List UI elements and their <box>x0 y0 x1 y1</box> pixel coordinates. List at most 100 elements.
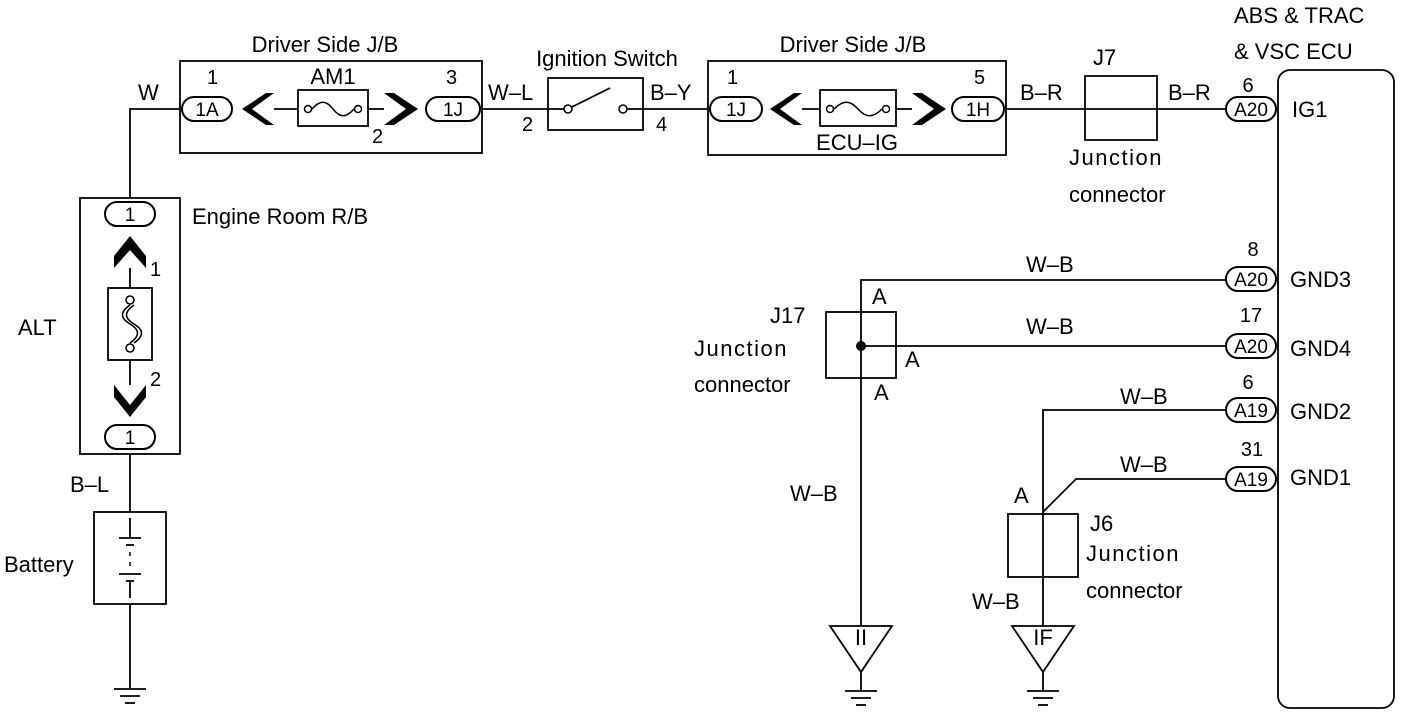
j6-pin-top: A <box>1014 483 1029 508</box>
jb2-out-connector <box>951 96 1005 122</box>
alt-label: ALT <box>18 315 57 340</box>
ground-point-ii: II <box>828 625 894 706</box>
connector-label: A20 <box>1234 270 1268 291</box>
j17-junction-connector: J17 Junction connector A A A W–B <box>694 284 920 506</box>
wire-gnd3 <box>860 279 1226 626</box>
ecu-title-line2: & VSC ECU <box>1234 39 1353 64</box>
ground-wires: W–B W–B W–B W–B <box>856 252 1226 626</box>
engine-rb-title: Engine Room R/B <box>192 204 368 229</box>
fuse-terminal-icon <box>303 104 313 114</box>
terminal-label: IG1 <box>1292 97 1327 122</box>
switch-contact-icon <box>563 104 573 114</box>
engine-rb-bottom-connector-label: 1 <box>125 428 136 449</box>
j7-junction-connector: J7 Junction connector B–R <box>1069 45 1211 207</box>
wire-label-gnd1: W–B <box>1120 452 1168 477</box>
wire-gnd2 <box>1042 409 1226 626</box>
connector-label: A19 <box>1234 470 1268 491</box>
wire-w <box>129 108 180 200</box>
splice-point-icon <box>856 341 866 351</box>
ecu-pin-gnd2: 6 A19 GND2 <box>1225 372 1351 424</box>
terminal-label: GND2 <box>1290 399 1351 424</box>
wire-label-b-l: B–L <box>70 472 109 497</box>
wire-label-w-l: W–L <box>488 80 533 105</box>
j6-id: J6 <box>1090 511 1113 536</box>
ground-icon <box>114 688 146 704</box>
engine-room-rb: Engine Room R/B 1 1 2 1 ALT <box>18 197 368 455</box>
j17-pin-bottom: A <box>874 380 889 405</box>
ecu-title-line1: ABS & TRAC <box>1234 3 1365 28</box>
jb1-out-pin: 3 <box>446 67 457 89</box>
fusible-link-element-icon <box>125 304 143 344</box>
j17-line1: Junction <box>694 336 788 361</box>
terminal-arrow-icon <box>114 385 146 417</box>
engine-rb-top-connector-label: 1 <box>125 205 136 226</box>
wire-label-j17-down: W–B <box>790 481 838 506</box>
battery: B–L Battery <box>4 454 167 704</box>
fuse-element-icon <box>311 101 355 117</box>
jb1-in-pin: 1 <box>207 67 218 89</box>
engine-rb-top-connector <box>104 201 156 227</box>
pin-number: 6 <box>1242 75 1253 97</box>
power-wires: W <box>129 80 1226 200</box>
wire-gnd1 <box>1042 478 1226 513</box>
terminal-label: GND4 <box>1290 336 1351 361</box>
engine-rb-fuse-pin-top: 1 <box>150 259 161 281</box>
connector-label: A19 <box>1234 401 1268 422</box>
fuse-terminal-icon <box>825 104 835 114</box>
jb1-out-connector <box>425 96 481 122</box>
jb1-title: Driver Side J/B <box>252 32 399 57</box>
pin-number: 31 <box>1241 439 1263 461</box>
ecu-pin-ig1: 6 A20 IG1 <box>1225 75 1327 122</box>
j7-id: J7 <box>1093 45 1116 70</box>
ecu-pin-gnd1: 31 A19 GND1 <box>1225 439 1351 492</box>
ignition-switch-box <box>547 77 644 131</box>
ignition-pin-in: 2 <box>522 114 533 136</box>
wire-label-j6-down: W–B <box>972 589 1020 614</box>
j17-line2: connector <box>694 372 791 397</box>
fuse-terminal-icon <box>125 295 135 305</box>
j17-box <box>825 311 897 379</box>
j6-box <box>1007 513 1079 578</box>
wire-label-b-y: B–Y <box>650 80 692 105</box>
abs-trac-vsc-ecu: ABS & TRAC & VSC ECU 6 A20 IG1 8 A20 GND… <box>1225 3 1395 709</box>
pin-number: 8 <box>1247 239 1258 261</box>
ground-point-label: II <box>855 625 867 650</box>
am1-fuse-label: AM1 <box>310 64 355 89</box>
j7-line2: connector <box>1069 182 1166 207</box>
terminal-label: GND3 <box>1290 267 1351 292</box>
connector-label: A20 <box>1234 100 1268 121</box>
connector-capsule <box>1225 266 1277 292</box>
terminal-arrow-icon <box>242 93 274 125</box>
engine-rb-fuse-pin-bottom: 2 <box>150 369 161 391</box>
jb1-out-connector-label: 1J <box>443 100 463 121</box>
jb2-out-connector-label: 1H <box>966 100 990 121</box>
driver-side-jb-1: Driver Side J/B 1 1A AM1 2 3 1J <box>179 32 483 154</box>
driver-side-jb-2: Driver Side J/B 1 1J ECU–IG 5 1H B–R <box>707 32 1063 156</box>
fusible-link-element-icon <box>121 304 139 344</box>
terminal-arrow-icon <box>912 93 946 125</box>
pin-number: 17 <box>1240 305 1262 327</box>
j7-box <box>1084 75 1158 141</box>
j7-line1: Junction <box>1069 145 1163 170</box>
j6-line1: Junction <box>1086 541 1180 566</box>
ecu-body <box>1277 69 1395 709</box>
fuse-terminal-icon <box>125 343 135 353</box>
jb2-in-connector-label: 1J <box>726 100 746 121</box>
ground-icon <box>1027 690 1059 706</box>
pin-number: 6 <box>1242 372 1253 394</box>
terminal-arrow-icon <box>770 93 802 125</box>
wire-label-b-r-2: B–R <box>1168 80 1211 105</box>
ignition-switch-title: Ignition Switch <box>536 46 678 71</box>
fuse-element-icon <box>833 101 883 117</box>
wire-label-gnd2: W–B <box>1120 384 1168 409</box>
wire-label-w: W <box>138 80 159 105</box>
engine-rb-bottom-connector <box>104 424 156 450</box>
ignition-switch: Ignition Switch W–L 2 B–Y 4 <box>488 46 692 136</box>
jb2-title: Driver Side J/B <box>780 32 927 57</box>
jb2-in-connector <box>709 96 763 122</box>
switch-contact-icon <box>618 104 628 114</box>
ground-icon <box>845 690 877 706</box>
j17-pin-right: A <box>905 347 920 372</box>
ignition-pin-out: 4 <box>656 114 667 136</box>
ground-point-label: IF <box>1033 625 1053 650</box>
